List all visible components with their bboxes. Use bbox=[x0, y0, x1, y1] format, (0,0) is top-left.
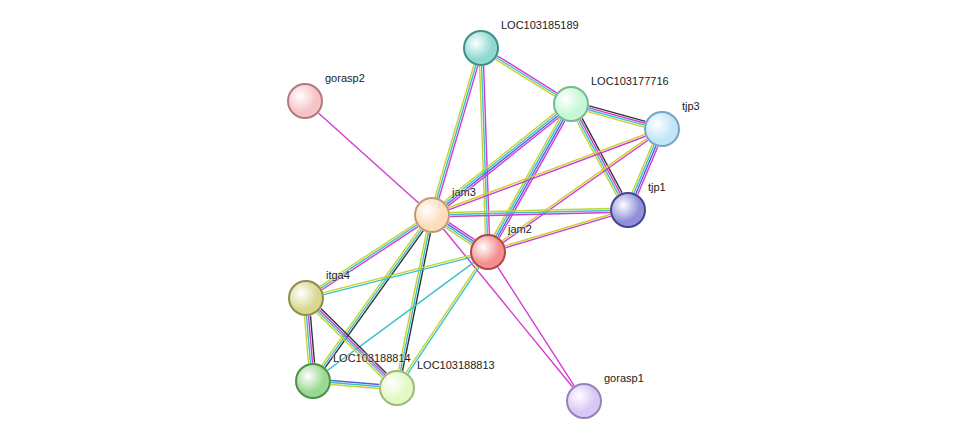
interaction-edge bbox=[505, 214, 611, 248]
evidence-line bbox=[323, 230, 421, 367]
interaction-edge bbox=[318, 113, 418, 203]
evidence-line bbox=[435, 65, 474, 197]
evidence-line bbox=[505, 214, 611, 246]
evidence-line bbox=[480, 66, 486, 234]
evidence-line bbox=[588, 112, 644, 127]
evidence-line bbox=[325, 231, 423, 368]
evidence-line bbox=[317, 313, 382, 378]
interaction-edge bbox=[450, 208, 610, 216]
protein-node: LOC103177716 bbox=[553, 86, 589, 122]
evidence-line bbox=[589, 108, 645, 123]
protein-label: jam3 bbox=[452, 186, 476, 199]
interaction-edge bbox=[323, 255, 471, 294]
protein-label: itga4 bbox=[326, 269, 350, 282]
evidence-line bbox=[449, 222, 475, 239]
evidence-line bbox=[437, 65, 476, 197]
evidence-line bbox=[496, 58, 555, 95]
evidence-line bbox=[445, 227, 471, 244]
protein-label: gorasp1 bbox=[604, 372, 644, 385]
evidence-line bbox=[506, 216, 612, 248]
evidence-line bbox=[588, 110, 644, 125]
protein-node: gorasp2 bbox=[287, 83, 323, 119]
evidence-line bbox=[498, 267, 575, 386]
evidence-line bbox=[498, 120, 563, 237]
evidence-line bbox=[305, 316, 309, 363]
protein-node: jam3 bbox=[414, 197, 450, 233]
interaction-edge bbox=[495, 56, 557, 96]
protein-node: LOC103185189 bbox=[463, 30, 499, 66]
protein-node: jam2 bbox=[470, 234, 506, 270]
protein-label: tjp1 bbox=[648, 181, 666, 194]
evidence-line bbox=[331, 384, 379, 388]
evidence-line bbox=[448, 224, 474, 241]
protein-node: LOC103188814 bbox=[295, 363, 331, 399]
interaction-edge bbox=[435, 65, 478, 199]
interaction-edge bbox=[406, 266, 479, 373]
protein-node: tjp3 bbox=[644, 111, 680, 147]
protein-label: jam2 bbox=[508, 223, 532, 236]
interaction-edge bbox=[320, 223, 418, 290]
interaction-edge bbox=[399, 232, 431, 371]
evidence-line bbox=[446, 226, 472, 243]
interaction-edge bbox=[480, 66, 490, 234]
evidence-line bbox=[497, 56, 556, 93]
evidence-line bbox=[323, 255, 470, 292]
evidence-line bbox=[318, 311, 383, 376]
protein-label: tjp3 bbox=[682, 100, 700, 113]
protein-label: gorasp2 bbox=[325, 72, 365, 85]
evidence-line bbox=[320, 310, 385, 375]
evidence-line bbox=[318, 113, 418, 203]
interaction-edge bbox=[445, 222, 474, 244]
protein-node: gorasp1 bbox=[566, 383, 602, 419]
interaction-edge bbox=[331, 381, 379, 389]
protein-node: LOC103188813 bbox=[379, 370, 415, 406]
protein-label: LOC103188813 bbox=[417, 359, 495, 372]
protein-label: LOC103177716 bbox=[591, 75, 669, 88]
evidence-line bbox=[589, 106, 645, 121]
interaction-edge bbox=[317, 309, 387, 378]
protein-node: itga4 bbox=[288, 280, 324, 316]
evidence-line bbox=[406, 266, 477, 372]
protein-label: LOC103185189 bbox=[501, 19, 579, 32]
protein-label: LOC103188814 bbox=[333, 352, 411, 365]
interaction-edge bbox=[498, 267, 575, 386]
evidence-line bbox=[495, 59, 554, 96]
evidence-line bbox=[494, 118, 559, 235]
evidence-line bbox=[324, 257, 471, 294]
evidence-line bbox=[450, 208, 610, 212]
interaction-edge bbox=[588, 106, 646, 127]
evidence-line bbox=[403, 233, 431, 371]
protein-node: tjp1 bbox=[610, 192, 646, 228]
evidence-line bbox=[408, 268, 479, 374]
interaction-edge bbox=[305, 316, 315, 364]
